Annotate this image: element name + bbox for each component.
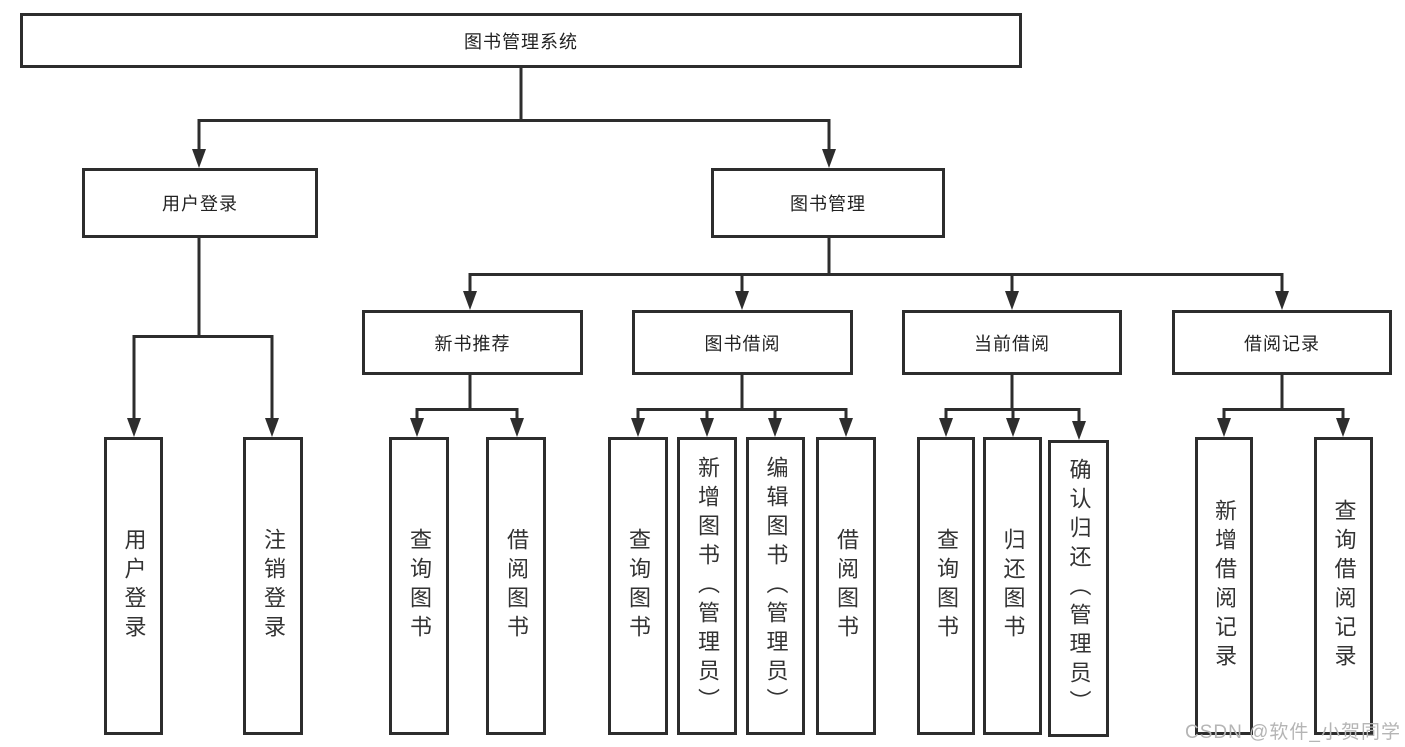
leaf-query-books-current: 查询图书 — [917, 437, 975, 735]
leaf-query-books-recommend-label: 查询图书 — [407, 528, 432, 644]
leaf-logout-label: 注销登录 — [261, 528, 286, 644]
leaf-query-borrow-record-label: 查询借阅记录 — [1331, 499, 1357, 673]
leaf-query-books-current-label: 查询图书 — [934, 528, 959, 644]
leaf-logout: 注销登录 — [243, 437, 303, 735]
node-borrowing-records: 借阅记录 — [1172, 310, 1392, 375]
leaf-query-books-borrow: 查询图书 — [608, 437, 668, 735]
node-book-management: 图书管理 — [711, 168, 945, 238]
node-current-borrowing-label: 当前借阅 — [974, 333, 1050, 354]
leaf-confirm-return-admin: 确认归还（管理员） — [1048, 440, 1109, 737]
leaf-add-books-admin-label: 新增图书（管理员） — [695, 455, 720, 717]
leaf-query-books-recommend: 查询图书 — [389, 437, 449, 735]
node-user-login: 用户登录 — [82, 168, 318, 238]
node-user-login-label: 用户登录 — [162, 194, 238, 214]
watermark: CSDN @软件_小贺同学 — [1185, 722, 1401, 743]
leaf-add-borrow-record-label: 新增借阅记录 — [1212, 499, 1237, 673]
leaf-edit-books-admin-label: 编辑图书（管理员） — [763, 455, 789, 717]
node-book-borrowing-label: 图书借阅 — [704, 333, 781, 354]
leaf-add-borrow-record: 新增借阅记录 — [1195, 437, 1253, 735]
leaf-return-books-label: 归还图书 — [1000, 528, 1026, 644]
node-current-borrowing: 当前借阅 — [902, 310, 1122, 375]
leaf-confirm-return-admin-label: 确认归还（管理员） — [1066, 458, 1092, 719]
node-borrowing-records-label: 借阅记录 — [1244, 333, 1320, 354]
node-new-book-recommendation-label: 新书推荐 — [434, 333, 511, 354]
node-library-system-label: 图书管理系统 — [464, 31, 578, 52]
leaf-borrow-books-recommend-label: 借阅图书 — [504, 528, 529, 644]
leaf-return-books: 归还图书 — [983, 437, 1042, 735]
leaf-user-login: 用户登录 — [104, 437, 163, 735]
node-book-management-label: 图书管理 — [790, 194, 866, 214]
leaf-query-books-borrow-label: 查询图书 — [626, 528, 651, 644]
arrowheads — [127, 149, 1350, 440]
leaf-borrow-books-label: 借阅图书 — [834, 528, 859, 644]
leaf-user-login-label: 用户登录 — [121, 528, 147, 644]
node-new-book-recommendation: 新书推荐 — [362, 310, 583, 375]
node-book-borrowing: 图书借阅 — [632, 310, 853, 375]
leaf-query-borrow-record: 查询借阅记录 — [1314, 437, 1373, 735]
leaf-borrow-books-recommend: 借阅图书 — [486, 437, 546, 735]
leaf-borrow-books: 借阅图书 — [816, 437, 876, 735]
leaf-edit-books-admin: 编辑图书（管理员） — [746, 437, 805, 735]
leaf-add-books-admin: 新增图书（管理员） — [677, 437, 737, 735]
node-library-system: 图书管理系统 — [20, 13, 1022, 68]
